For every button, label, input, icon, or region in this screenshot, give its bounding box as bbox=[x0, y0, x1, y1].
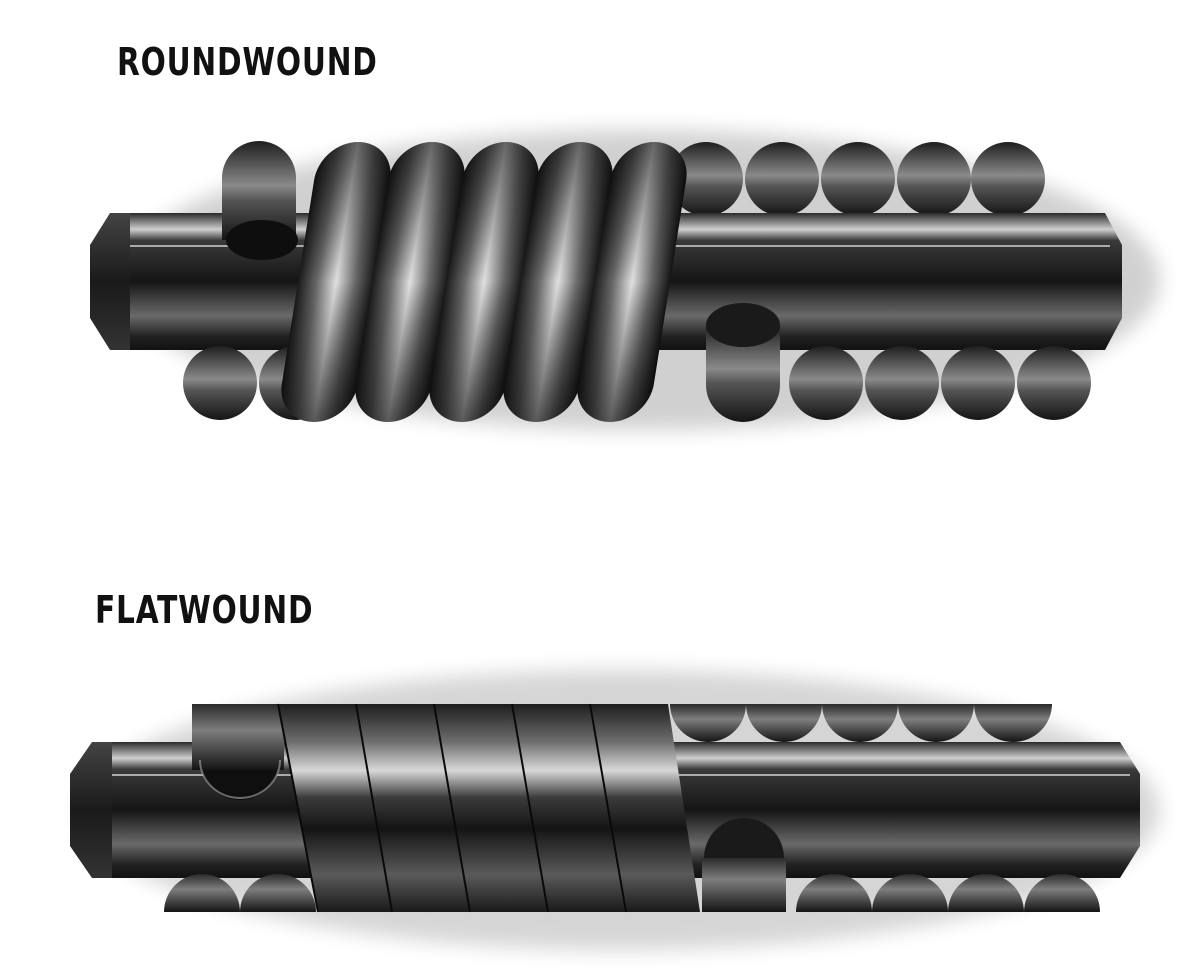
core-end-cap bbox=[70, 742, 112, 878]
round-wrap-bottom bbox=[941, 346, 1015, 420]
round-wrap-top bbox=[745, 142, 819, 216]
flat-wrap-bottom bbox=[872, 874, 948, 912]
flatwound-label: FLATWOUND bbox=[95, 588, 314, 632]
flat-wrap-top bbox=[974, 704, 1052, 742]
round-wrap-top bbox=[971, 142, 1045, 216]
round-wrap-bottom bbox=[1017, 346, 1091, 420]
round-wrap-top bbox=[669, 142, 743, 216]
round-wrap-bottom bbox=[789, 346, 863, 420]
roundwound-cut-start bbox=[222, 141, 298, 260]
flat-wrap-bottom bbox=[240, 874, 316, 912]
round-wrap-bottom bbox=[865, 346, 939, 420]
flat-wrap-top bbox=[670, 704, 746, 742]
roundwound-bottom-row bbox=[183, 346, 1091, 420]
flat-wrap-bottom bbox=[164, 874, 240, 912]
roundwound-helix bbox=[281, 142, 687, 422]
roundwound-cut-end bbox=[706, 303, 780, 422]
round-wrap-bottom bbox=[183, 346, 257, 420]
core-end-cap bbox=[90, 213, 130, 350]
flat-wrap-top bbox=[898, 704, 974, 742]
flatwound-ribbon bbox=[277, 703, 700, 913]
round-wrap-top bbox=[821, 142, 895, 216]
roundwound-top-row bbox=[669, 142, 1045, 216]
flatwound-top-row bbox=[670, 704, 1052, 742]
flatwound-cut-end bbox=[702, 818, 786, 912]
flatwound-group bbox=[70, 670, 1160, 950]
flat-wrap-bottom bbox=[796, 874, 872, 912]
flatwound-cut-start bbox=[192, 704, 284, 800]
flat-wrap-top bbox=[746, 704, 822, 742]
round-wrap-top bbox=[897, 142, 971, 216]
flat-wrap-bottom bbox=[948, 874, 1024, 912]
roundwound-group bbox=[90, 130, 1160, 430]
flat-wrap-top bbox=[822, 704, 898, 742]
roundwound-label: ROUNDWOUND bbox=[117, 40, 378, 84]
flat-wrap-bottom bbox=[1024, 874, 1100, 912]
flatwound-bottom-row bbox=[164, 874, 1100, 912]
